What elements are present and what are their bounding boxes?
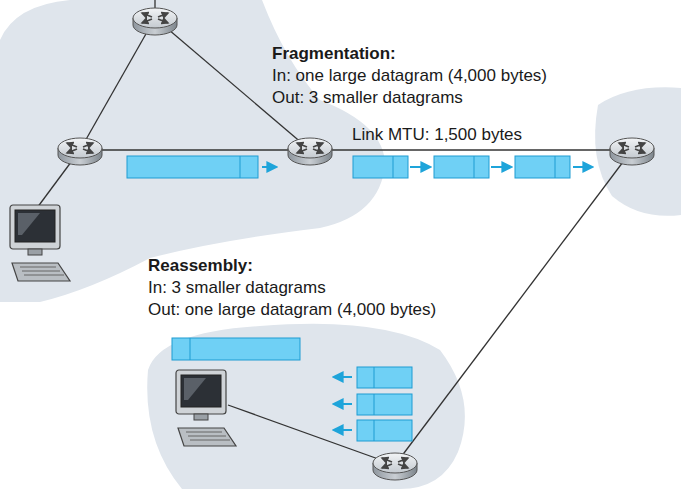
router — [373, 453, 417, 480]
link-lines — [34, 0, 632, 465]
network-region — [147, 324, 465, 489]
fragmentation-output: Out: 3 smaller datagrams — [272, 88, 463, 108]
link-mtu-label: Link MTU: 1,500 bytes — [352, 125, 522, 145]
reassembly-output: Out: one large datagram (4,000 bytes) — [148, 300, 436, 320]
host-computer — [10, 205, 70, 281]
datagram-fragments-incoming — [334, 367, 412, 441]
heading-fragmentation: Fragmentation: — [272, 44, 396, 64]
router — [610, 138, 654, 165]
datagram-fragments — [353, 156, 592, 178]
router — [133, 8, 177, 35]
datagram-reassembled — [172, 338, 300, 360]
network-region — [595, 87, 681, 216]
heading-reassembly: Reassembly: — [148, 256, 253, 276]
datagram-large — [127, 156, 276, 178]
reassembly-input: In: 3 smaller datagrams — [148, 278, 326, 298]
fragmentation-input: In: one large datagram (4,000 bytes) — [272, 66, 547, 86]
router — [58, 138, 102, 165]
host-computer — [176, 370, 236, 446]
router — [288, 138, 332, 165]
